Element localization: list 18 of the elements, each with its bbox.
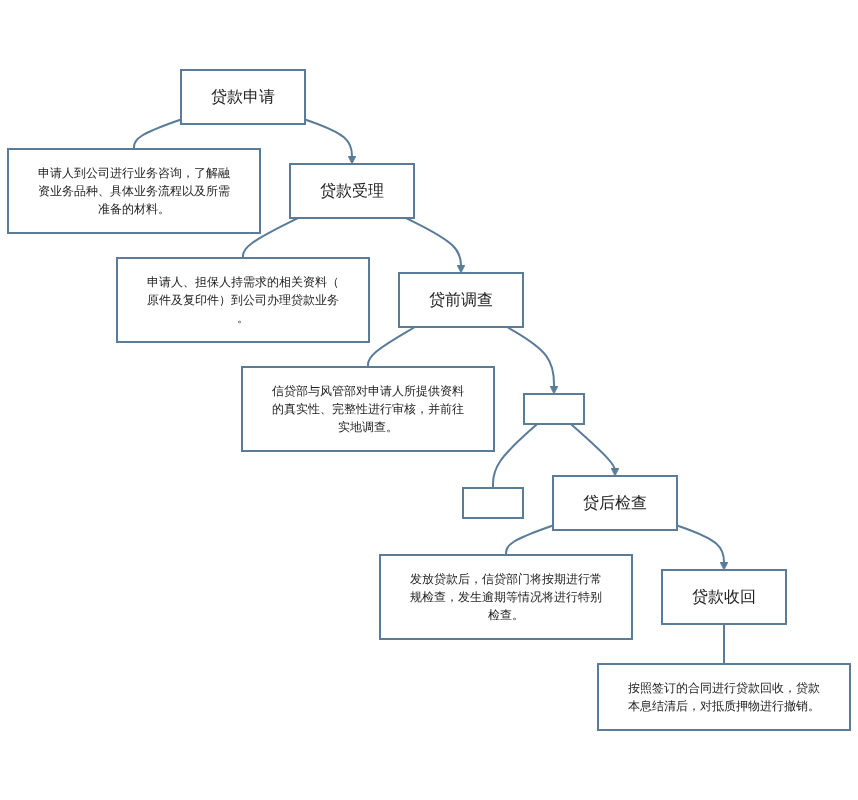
connector xyxy=(133,118,182,150)
node-box xyxy=(523,393,585,425)
connector xyxy=(723,623,725,665)
connector xyxy=(242,217,299,259)
arrow xyxy=(304,118,357,165)
node-box: 贷款受理 xyxy=(289,163,415,219)
connector xyxy=(492,423,539,489)
connector xyxy=(367,326,416,368)
node-box: 贷款收回 xyxy=(661,569,787,625)
arrow xyxy=(569,423,620,477)
node-box: 贷后检查 xyxy=(552,475,678,531)
arrow xyxy=(676,524,729,571)
node-box: 贷前调查 xyxy=(398,272,524,328)
connector xyxy=(505,524,554,556)
node-box: 贷款申请 xyxy=(180,69,306,125)
arrow xyxy=(506,326,559,395)
node-box xyxy=(462,487,524,519)
arrow xyxy=(405,217,466,274)
